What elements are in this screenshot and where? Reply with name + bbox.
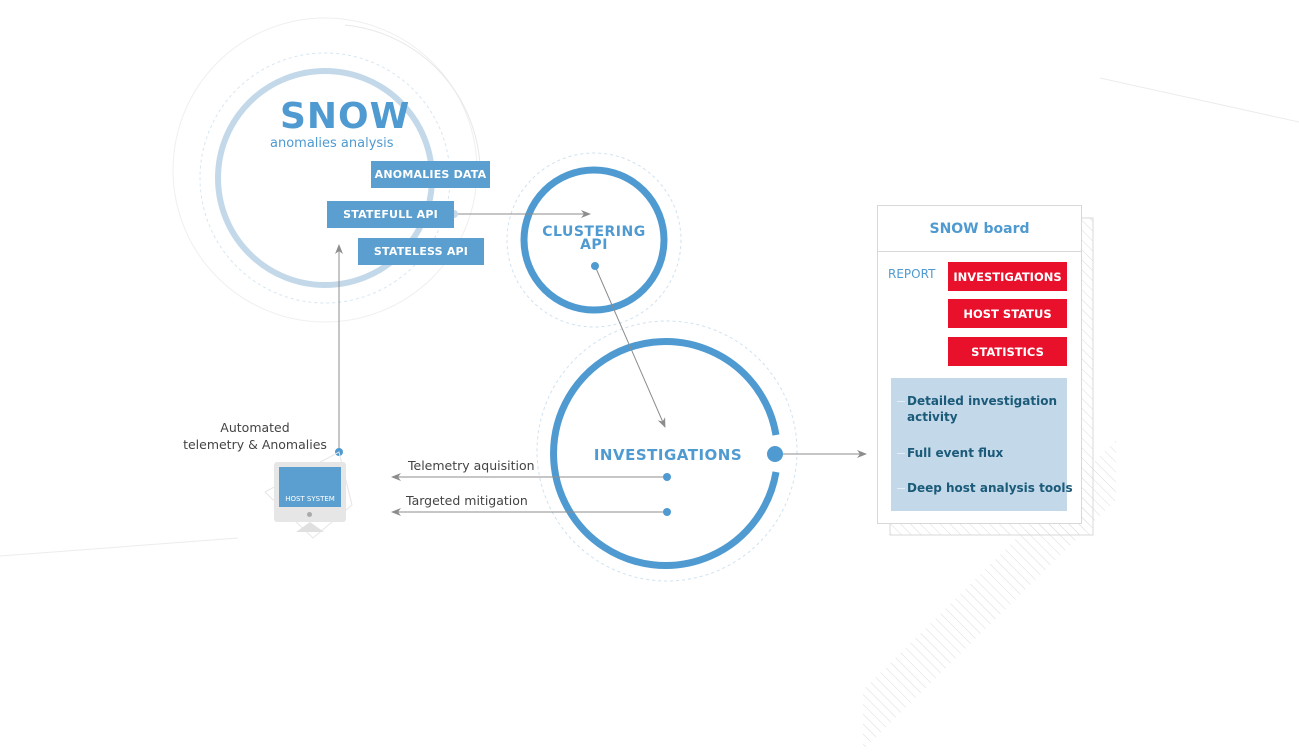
snow-board-panel: SNOW board REPORT INVESTIGATIONS HOST ST… (877, 205, 1082, 524)
feature-tick (897, 401, 905, 402)
clustering-connector-dot (591, 262, 599, 270)
snow-outer-arc (344, 24, 481, 166)
feature-item: Detailed investigation activity (897, 393, 1057, 425)
host-power-dot (307, 512, 312, 517)
investigations-ring (550, 338, 780, 569)
feature-tick (897, 488, 905, 489)
host-stand (296, 522, 324, 532)
feature-tick (897, 453, 905, 454)
report-host-status-button[interactable]: HOST STATUS (948, 299, 1067, 328)
investigations-connector-dot (767, 446, 783, 462)
targeted-mitigation-label: Targeted mitigation (406, 493, 528, 508)
feature-item: Deep host analysis tools (897, 480, 1073, 496)
clustering-label-line1: CLUSTERING (542, 224, 646, 240)
host-screen: HOST SYSTEM (279, 467, 341, 507)
decor-line (1099, 77, 1299, 123)
report-investigations-button[interactable]: INVESTIGATIONS (948, 262, 1067, 291)
host-screen-label: HOST SYSTEM (285, 495, 335, 503)
anomalies-data-box[interactable]: ANOMALIES DATA (371, 161, 490, 188)
clustering-to-investigations-arrow (594, 265, 666, 428)
mitigation-connector-dot (663, 508, 671, 516)
clustering-api-label[interactable]: CLUSTERING API (534, 224, 654, 253)
telemetry-acquisition-label: Telemetry aquisition (408, 458, 535, 473)
feature-panel: Detailed investigation activity Full eve… (891, 378, 1073, 511)
statefull-api-box[interactable]: STATEFULL API (327, 201, 454, 228)
investigations-label[interactable]: INVESTIGATIONS (593, 446, 743, 464)
feature-text: Deep host analysis tools (907, 481, 1073, 495)
host-caption: Automated telemetry & Anomalies (180, 419, 330, 453)
clustering-label-line2: API (580, 237, 608, 253)
host-caption-line2: telemetry & Anomalies (183, 437, 327, 452)
decor-line (0, 537, 239, 557)
clustering-dashed-ring (506, 152, 682, 328)
feature-text: Full event flux (907, 446, 1004, 460)
investigations-dashed-ring (536, 320, 798, 582)
stateless-api-box[interactable]: STATELESS API (358, 238, 484, 265)
host-caption-line1: Automated (220, 420, 290, 435)
host-system-monitor-icon[interactable]: HOST SYSTEM (274, 462, 346, 522)
board-title: SNOW board (878, 206, 1081, 252)
feature-item: Full event flux (897, 445, 1004, 461)
snow-title: SNOW (280, 96, 411, 137)
snow-subtitle: anomalies analysis (270, 136, 394, 151)
feature-text: Detailed investigation activity (907, 394, 1057, 424)
report-statistics-button[interactable]: STATISTICS (948, 337, 1067, 366)
report-label: REPORT (888, 267, 936, 281)
telemetry-connector-dot (663, 473, 671, 481)
clustering-ring (520, 166, 668, 314)
